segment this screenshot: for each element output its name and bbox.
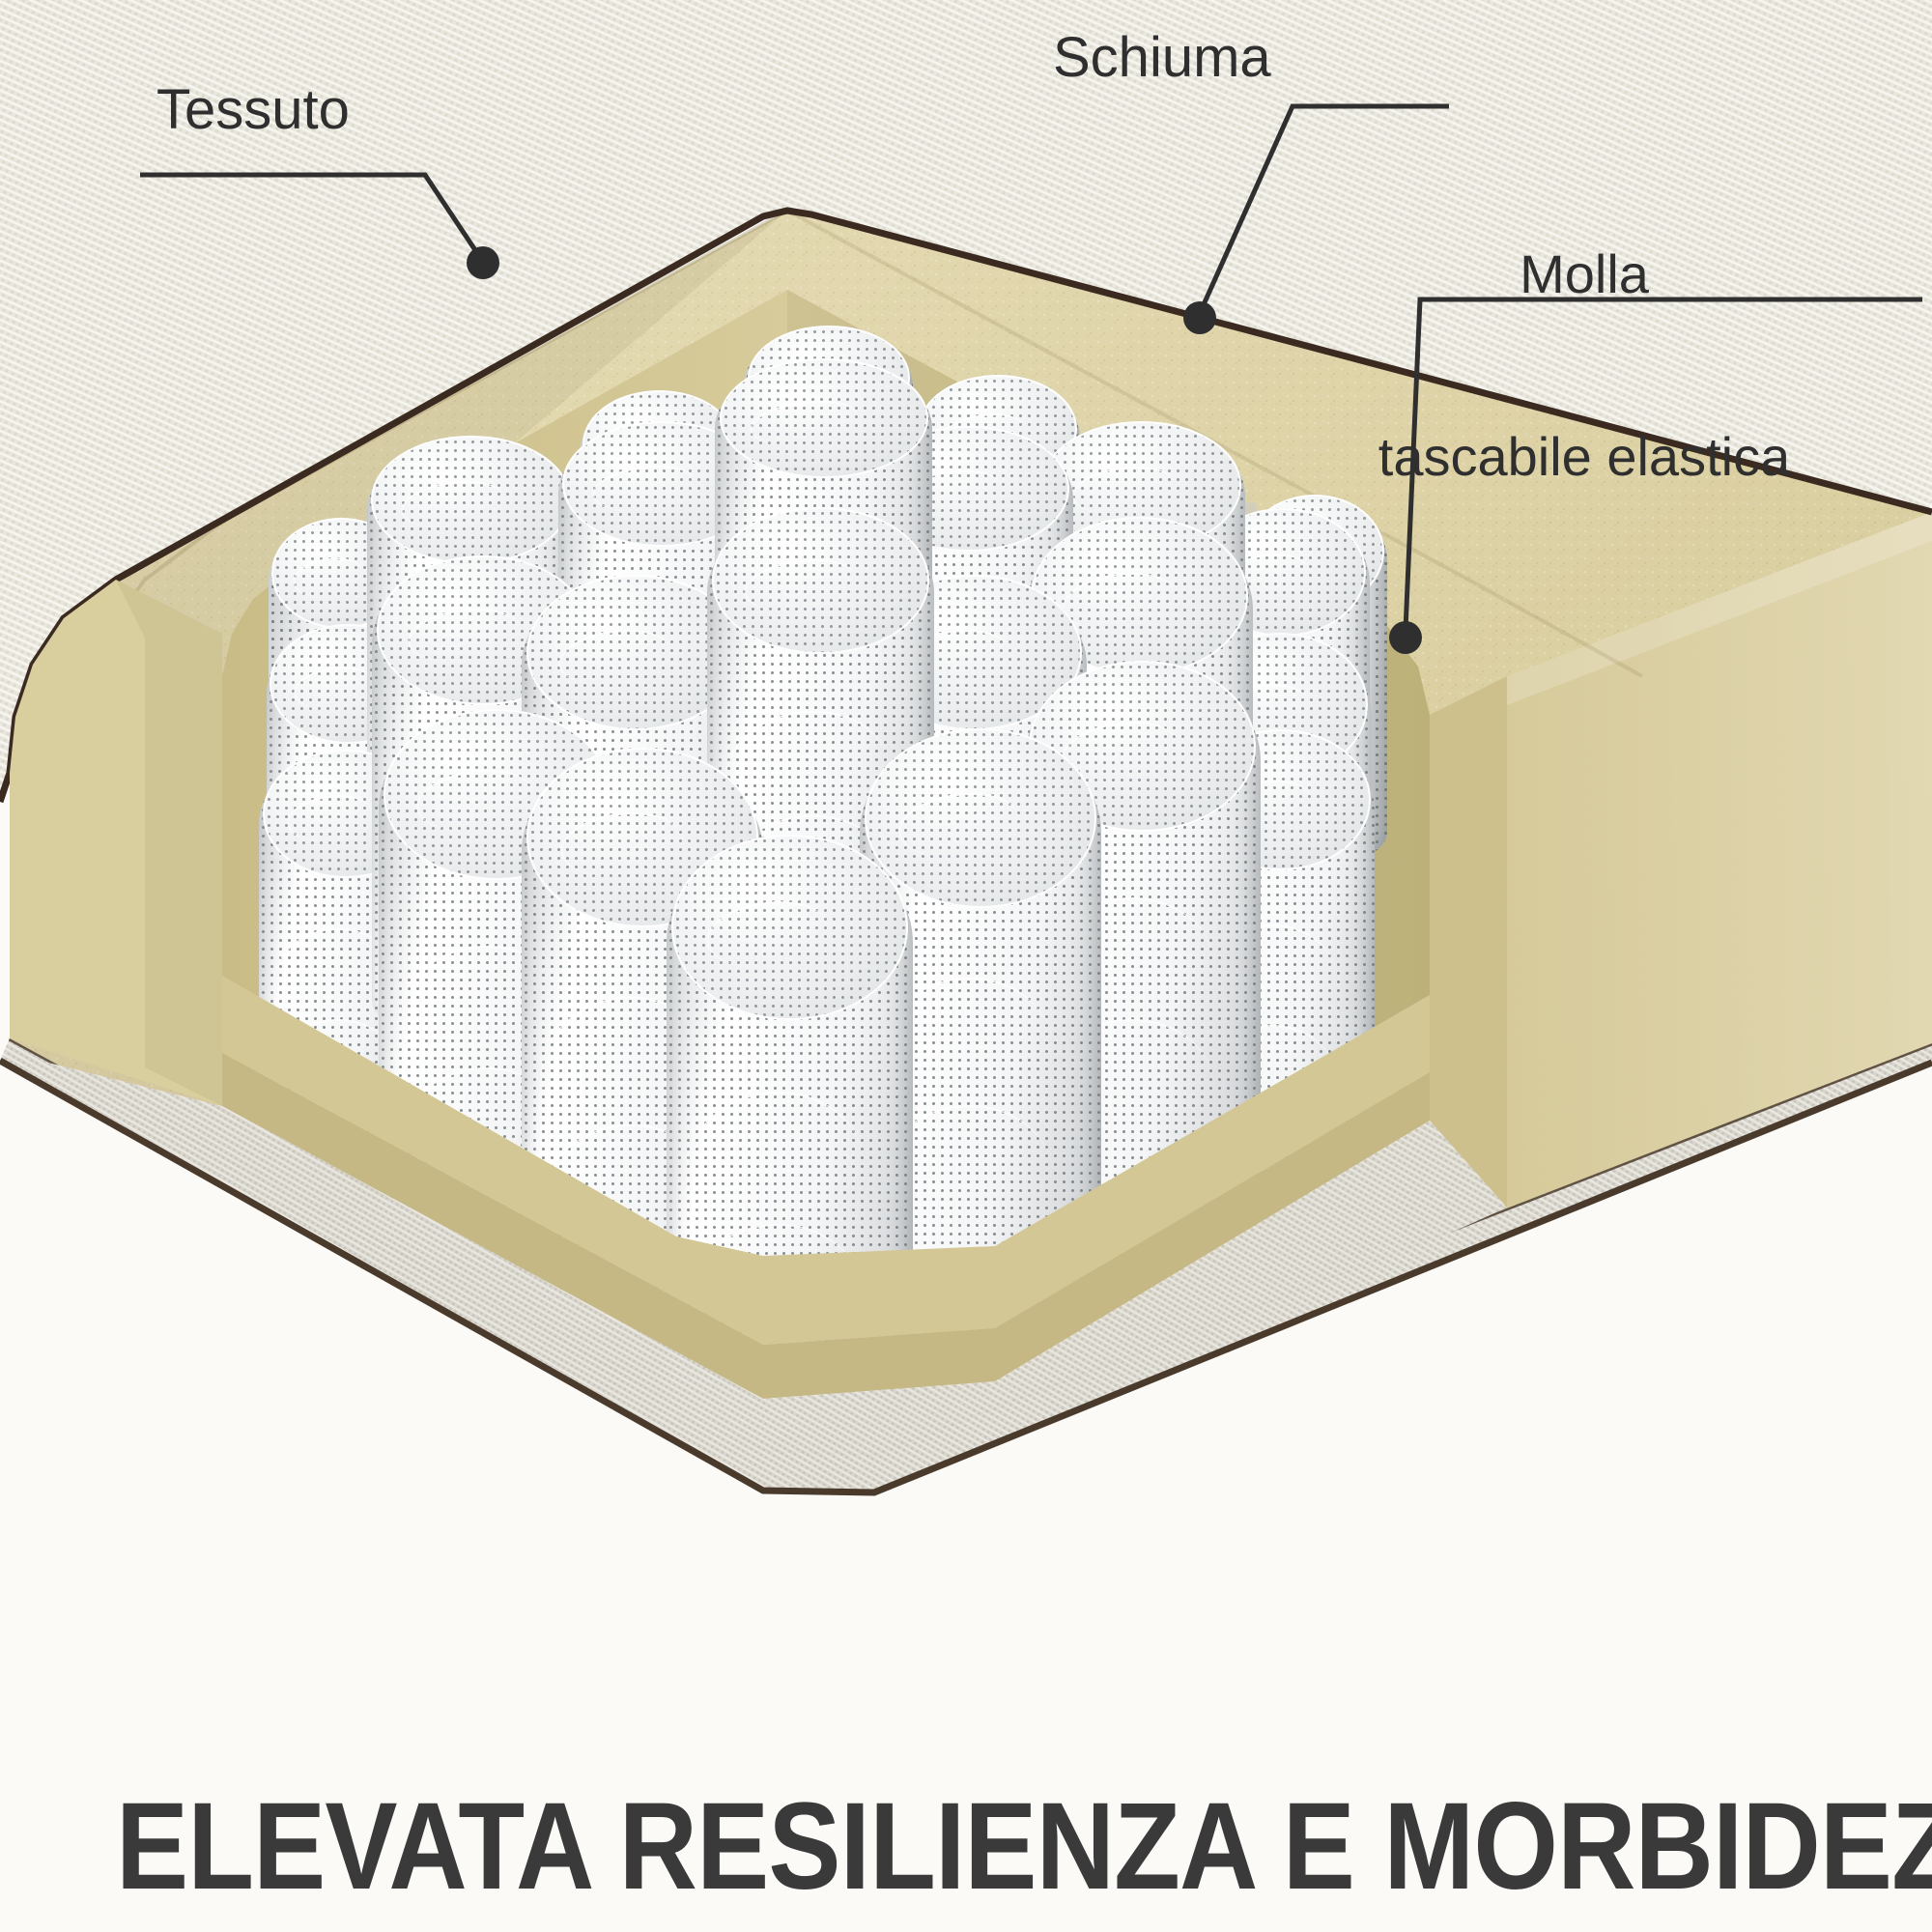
callout-label-tessuto: Tessuto [156,78,350,141]
callout-label-molla-line1: Molla [1520,243,1649,305]
headline-text: ELEVATA RESILIENZA E MORBIDEZZA [116,1777,1932,1916]
pocket-spring [667,834,913,1439]
callout-label-schiuma: Schiuma [1053,26,1271,89]
mattress-cutaway-illustration: Tessuto Schiuma Molla tascabile elastica [0,0,1932,1729]
callout-label-molla-line2: tascabile elastica [1378,425,1791,487]
